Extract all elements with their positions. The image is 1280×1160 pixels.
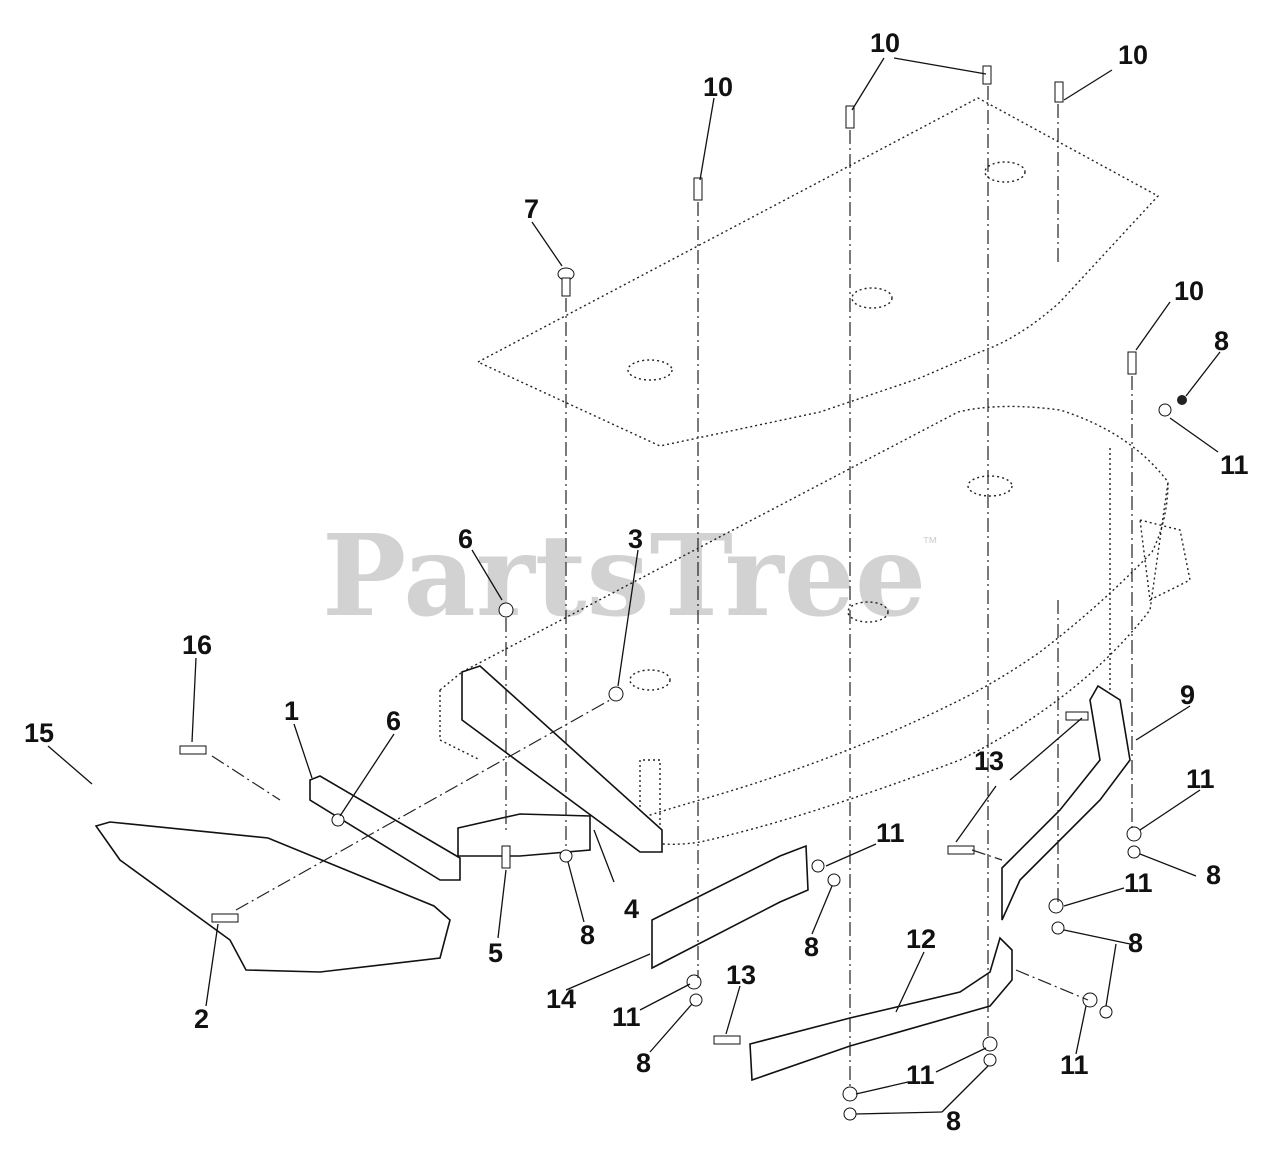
callout-8: 8 bbox=[804, 932, 819, 962]
callout-8: 8 bbox=[1214, 326, 1229, 356]
part-14-baffle bbox=[651, 844, 809, 970]
callout-11: 11 bbox=[906, 1060, 935, 1090]
part-9-baffle bbox=[1001, 684, 1131, 921]
top-deck-plate bbox=[476, 97, 1160, 447]
callout-5: 5 bbox=[488, 938, 503, 968]
callout-8: 8 bbox=[636, 1048, 651, 1078]
callout-10: 10 bbox=[703, 72, 733, 102]
callout-9: 9 bbox=[1180, 680, 1195, 710]
watermark-text: PartsTree bbox=[322, 511, 926, 642]
callout-6: 6 bbox=[458, 524, 473, 554]
callout-10: 10 bbox=[1174, 276, 1204, 306]
callout-8: 8 bbox=[946, 1106, 961, 1136]
callout-11: 11 bbox=[612, 1002, 641, 1032]
callout-11: 11 bbox=[1186, 764, 1215, 794]
callout-16: 16 bbox=[182, 630, 212, 660]
leader-lines bbox=[47, 57, 1221, 1115]
callout-11: 11 bbox=[1220, 450, 1249, 480]
callout-10: 10 bbox=[1118, 40, 1148, 70]
deck-front-bar bbox=[461, 665, 663, 853]
callout-14: 14 bbox=[546, 984, 576, 1014]
part-12-baffle bbox=[749, 936, 1013, 1082]
callout-8: 8 bbox=[1128, 928, 1143, 958]
callout-13: 13 bbox=[726, 960, 756, 990]
callout-1: 1 bbox=[284, 696, 299, 726]
callout-8: 8 bbox=[1206, 860, 1221, 890]
part-15-deflector bbox=[94, 821, 451, 973]
part-1-bracket bbox=[309, 775, 461, 881]
callout-3: 3 bbox=[628, 524, 643, 554]
callout-6: 6 bbox=[386, 706, 401, 736]
callout-2: 2 bbox=[194, 1004, 209, 1034]
callout-12: 12 bbox=[906, 924, 936, 954]
callout-11: 11 bbox=[1060, 1050, 1089, 1080]
mower-deck-housing bbox=[439, 405, 1191, 851]
callout-15: 15 bbox=[24, 718, 54, 748]
assembly-center-lines bbox=[211, 86, 1133, 1090]
watermark-trademark: ™ bbox=[922, 535, 938, 552]
part-4-plate bbox=[457, 813, 591, 857]
callout-4: 4 bbox=[624, 894, 639, 924]
callout-13: 13 bbox=[974, 746, 1004, 776]
callout-labels: 10 10 10 10 7 8 11 6 3 16 1 6 15 9 13 11… bbox=[24, 28, 1249, 1136]
callout-7: 7 bbox=[524, 194, 539, 224]
callout-10: 10 bbox=[870, 28, 900, 58]
callout-8: 8 bbox=[580, 920, 595, 950]
callout-11: 11 bbox=[1124, 868, 1153, 898]
callout-11: 11 bbox=[876, 818, 905, 848]
fastener-hardware bbox=[179, 65, 1187, 1121]
